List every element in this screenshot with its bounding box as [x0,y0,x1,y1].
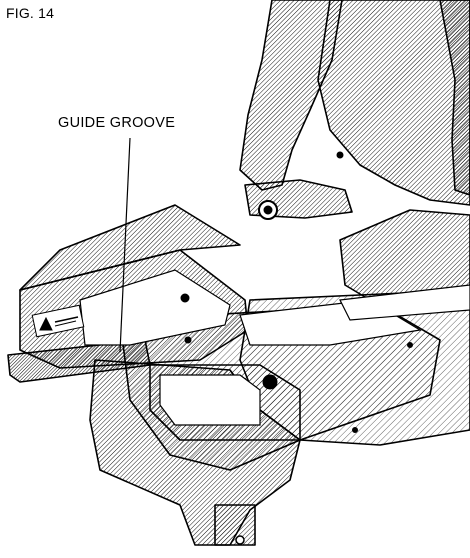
turntable-screw [407,342,413,348]
guide-groove-callout: GUIDE GROOVE [58,115,176,131]
base-hole [235,535,245,545]
pivot-knob-center [263,205,273,215]
turntable-slot [339,284,470,321]
turntable-lock [262,374,278,390]
arm-screw [336,151,344,159]
warning-label [31,304,85,338]
table-screw [352,427,358,433]
left-fence-top [19,204,241,291]
bolt-1 [180,293,190,303]
figure-number: FIG. 14 [6,5,55,21]
blade-housing [317,0,470,206]
guide-groove-leader [119,137,131,353]
blade-edge [439,0,470,196]
base-foot [214,504,256,546]
front-face-highlight [159,374,261,426]
fence-face-highlight [79,269,231,346]
bolt-2 [184,336,192,344]
warning-triangle-icon [39,316,53,331]
